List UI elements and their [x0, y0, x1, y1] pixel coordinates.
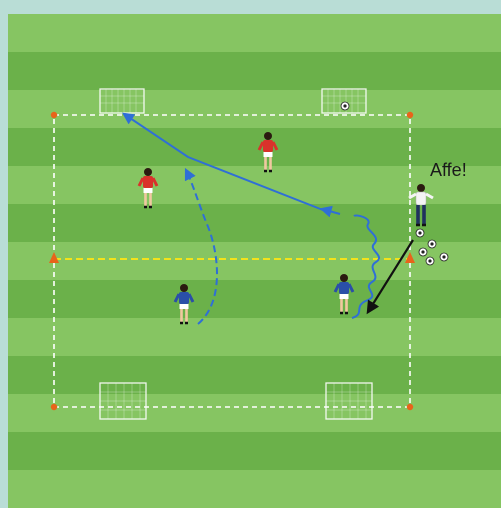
cone	[50, 111, 58, 119]
blue-player-1	[173, 284, 195, 325]
grass-stripe	[8, 394, 501, 433]
grass-stripe	[8, 242, 501, 281]
cone	[49, 252, 59, 263]
pass-line-solid	[122, 112, 329, 213]
ball	[425, 256, 435, 266]
grass-stripe	[8, 14, 501, 53]
ball	[427, 239, 437, 249]
grass-stripe	[8, 356, 501, 395]
grass-stripe	[8, 280, 501, 319]
grass-stripe	[8, 90, 501, 129]
red-player-1	[257, 132, 279, 173]
grass-stripes	[8, 14, 501, 508]
ball	[340, 101, 350, 111]
pass-line-tip	[319, 205, 341, 218]
cone	[50, 403, 58, 411]
coach-pass-arrow	[366, 239, 414, 315]
goal-top-left	[99, 88, 145, 114]
goal-bottom-right	[325, 382, 373, 420]
grass-stripe	[8, 204, 501, 243]
grass-stripe	[8, 470, 501, 508]
cones	[49, 111, 415, 411]
cone	[406, 403, 414, 411]
red-player-2	[137, 168, 159, 209]
blue-player-2	[333, 274, 355, 315]
grass-stripe	[8, 166, 501, 205]
ball	[415, 228, 425, 238]
cone	[405, 252, 415, 263]
grass-stripe	[8, 432, 501, 471]
grass-stripe	[8, 52, 501, 91]
cone	[406, 111, 414, 119]
goal-top-right	[321, 88, 367, 114]
ball	[439, 252, 449, 262]
run-line-dashed	[184, 167, 218, 325]
grass-stripe	[8, 318, 501, 357]
ball	[418, 247, 428, 257]
goal-bottom-left	[99, 382, 147, 420]
coach	[408, 184, 434, 227]
coach-callout: Affe!	[430, 160, 467, 180]
grass-stripe	[8, 128, 501, 167]
